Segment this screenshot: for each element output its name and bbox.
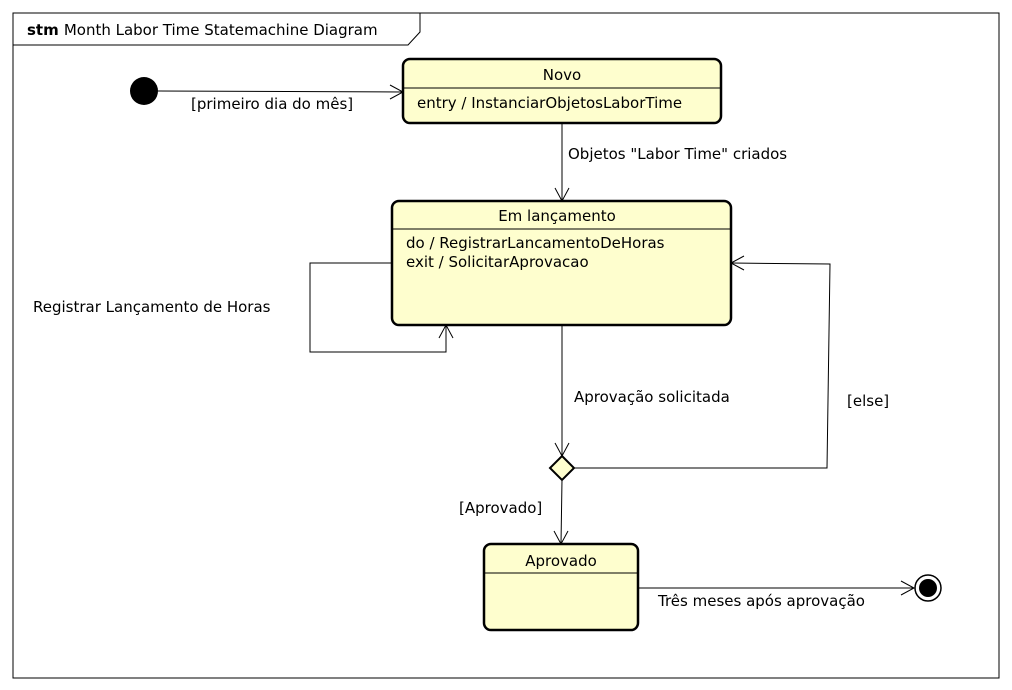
transition-label-tres-meses: Três meses após aprovação	[657, 592, 865, 610]
state-activity-do: do / RegistrarLancamentoDeHoras	[406, 234, 665, 252]
initial-pseudostate[interactable]	[130, 77, 158, 105]
transition-aprovado-to-final[interactable]	[638, 580, 916, 596]
frame-title-tab	[13, 12, 421, 46]
state-em-lancamento[interactable]: Em lançamento do / RegistrarLancamentoDe…	[390, 199, 733, 327]
transition-novo-to-em-lancamento[interactable]	[554, 123, 570, 203]
state-aprovado[interactable]: Aprovado	[482, 542, 640, 632]
transition-label-else: [else]	[847, 392, 889, 410]
state-name-novo: Novo	[543, 66, 581, 84]
transition-label-aprovacao-solicitada: Aprovação solicitada	[574, 388, 730, 406]
transition-choice-else[interactable]	[574, 255, 831, 469]
transition-self-loop[interactable]	[309, 262, 454, 353]
frame-keyword: stm	[27, 21, 59, 39]
transition-label-self-loop: Registrar Lançamento de Horas	[33, 298, 271, 316]
choice-pseudostate[interactable]	[548, 454, 576, 482]
state-name-aprovado: Aprovado	[525, 552, 597, 570]
frame-title: stm Month Labor Time Statemachine Diagra…	[27, 20, 378, 39]
state-activity-novo-entry: entry / InstanciarObjetosLaborTime	[417, 94, 682, 112]
arrowhead	[438, 323, 454, 339]
transition-label-objetos-criados: Objetos "Labor Time" criados	[568, 145, 787, 163]
state-name-em-lancamento: Em lançamento	[498, 207, 616, 225]
state-novo[interactable]: Novo entry / InstanciarObjetosLaborTime	[401, 57, 723, 125]
frame-name: Month Labor Time Statemachine Diagram	[64, 21, 378, 39]
diagram-frame	[12, 12, 1000, 679]
final-state[interactable]	[914, 574, 942, 602]
arrowhead	[729, 255, 745, 271]
transition-em-lancamento-to-choice[interactable]	[554, 325, 570, 458]
transition-label-initial: [primeiro dia do mês]	[191, 95, 353, 113]
transition-choice-aprovado[interactable]	[553, 479, 569, 546]
state-activity-exit: exit / SolicitarAprovacao	[406, 253, 589, 271]
arrowhead	[900, 580, 916, 596]
transition-label-aprovado: [Aprovado]	[459, 499, 542, 517]
